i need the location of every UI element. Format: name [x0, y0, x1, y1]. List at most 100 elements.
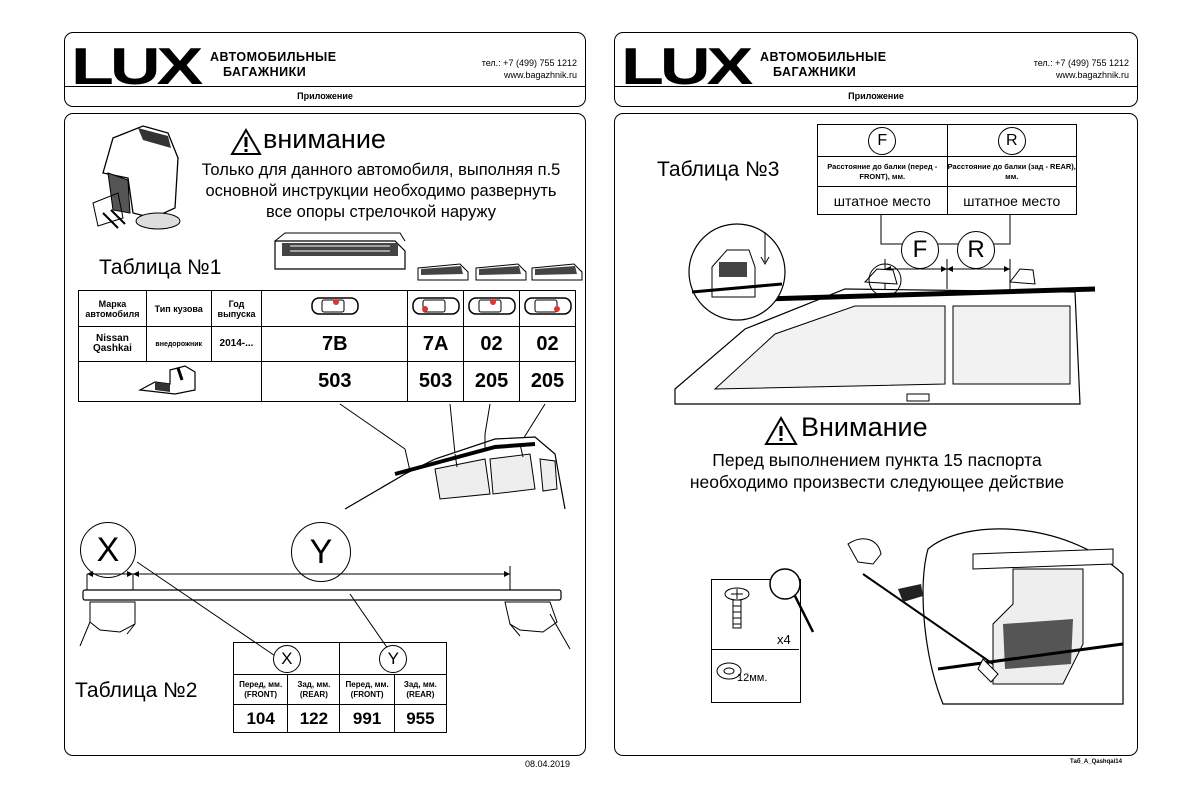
car-top-icon [311, 297, 359, 315]
t2-x-cell: X [232, 642, 341, 675]
foot-kit-02a [475, 263, 527, 281]
t2-y-circle: Y [379, 644, 408, 673]
t1-header-make: Марка автомобиля [78, 290, 147, 327]
left-warning-line3: все опоры стрелочкой наружу [266, 203, 496, 221]
warning-triangle-icon [230, 128, 262, 155]
t1-year: 2014-... [210, 326, 263, 362]
left-content-box: внимание Только для данного автомобиля, … [64, 113, 586, 756]
t2-header-1: Перед, мм. (FRONT) [232, 674, 289, 705]
car-roof-illustration [339, 403, 566, 510]
right-warning-line1: Перед выполнением пункта 15 паспорта [712, 450, 1042, 470]
t3-header-f: Расстояние до балки (перед - FRONT), мм. [817, 156, 948, 187]
brand-line2: БАГАЖНИКИ [223, 65, 307, 79]
hardware-kit-box [711, 579, 801, 703]
table1: Марка автомобиля Тип кузова Год выпуска … [77, 290, 576, 402]
t3-r-cell: R [946, 124, 1077, 157]
t3-header-r: Расстояние до балки (зад - REAR), мм. [946, 156, 1077, 187]
t1-r2c2: 503 [407, 361, 465, 402]
t3-f-circle: F [868, 126, 897, 155]
car-side-illustration [674, 214, 1096, 405]
t1-r1c4: 02 [519, 326, 576, 362]
t1-body: внедорожник [145, 326, 212, 362]
foot-kit-7a [417, 263, 469, 281]
brand-phone: тел.: +7 (499) 755 1212 [481, 58, 577, 68]
table1-title: Таблица №1 [99, 256, 222, 279]
magnifier-icon [769, 568, 815, 633]
table2-title: Таблица №2 [75, 679, 198, 702]
left-header-box: LUX АВТОМОБИЛЬНЫЕ БАГАЖНИКИ тел.: +7 (49… [64, 32, 586, 107]
t2-header-4: Зад, мм. (REAR) [393, 674, 448, 705]
foot-kit-02b [531, 263, 583, 281]
table3: F R Расстояние до балки (перед - FRONT),… [817, 124, 1077, 215]
t1-car-icon-2 [407, 290, 465, 327]
left-date: 08.04.2019 [525, 759, 571, 769]
washer-icon [716, 662, 742, 680]
t3-value-f: штатное место [817, 186, 948, 215]
brand-phone: тел.: +7 (499) 755 1212 [1033, 58, 1129, 68]
rail-kit-illustration [274, 232, 406, 270]
t2-val-3: 991 [339, 704, 395, 733]
t2-y-cell: Y [339, 642, 447, 675]
left-warning-line2: основной инструкции необходимо развернут… [205, 182, 557, 200]
right-warning-line2: необходимо произвести следующее действие [689, 472, 1065, 492]
t2-x-circle: X [272, 644, 301, 673]
t2-header-2: Зад, мм. (REAR) [287, 674, 341, 705]
left-warning-title: внимание [263, 124, 386, 154]
t1-r2c1: 503 [261, 361, 409, 402]
brand-line1: АВТОМОБИЛЬНЫЕ [760, 50, 887, 64]
right-code: Таб_А_Qashqai14 [1070, 759, 1122, 765]
warning-triangle-icon [764, 415, 798, 445]
dim-x-circle: X [80, 522, 136, 578]
t3-f-label: F [877, 131, 888, 149]
t3-value-r: штатное место [946, 186, 1077, 215]
t2-x-label: X [281, 648, 293, 668]
t1-r2c4: 205 [519, 361, 576, 402]
car-top-icon [467, 297, 516, 315]
t2-header-3: Перед, мм. (FRONT) [339, 674, 395, 705]
header-subtitle: Приложение [848, 91, 904, 101]
left-warning-line1: Только для данного автомобиля, выполняя … [201, 161, 561, 179]
brand-site: www.bagazhnik.ru [503, 70, 577, 80]
bracket-illustration [92, 125, 181, 230]
right-warning-title: Внимание [801, 412, 928, 442]
dim-f-label: F [912, 236, 928, 263]
brand-logo: LUX [71, 38, 203, 96]
t2-val-4: 955 [393, 704, 448, 733]
foot-detail-circle [688, 223, 786, 321]
t3-r-circle: R [997, 126, 1026, 155]
dim-x-label: X [96, 531, 120, 569]
dim-y-label: Y [309, 533, 333, 571]
t1-header-year: Год выпуска [210, 290, 263, 327]
t1-r1c1: 7B [261, 326, 409, 362]
t2-val-1: 104 [232, 704, 289, 733]
car-top-icon [411, 297, 460, 315]
dim-f-circle: F [901, 231, 939, 269]
t3-f-cell: F [817, 124, 948, 157]
header-divider [65, 86, 585, 87]
brand-logo: LUX [621, 38, 753, 96]
t1-bracket-cell [77, 361, 263, 402]
t3-r-label: R [1005, 131, 1018, 149]
dim-r-label: R [967, 236, 985, 263]
t1-car-icon-4 [519, 290, 576, 327]
brand-line1: АВТОМОБИЛЬНЫЕ [210, 50, 337, 64]
right-content-box: Таблица №3 F R Расстояние до балки (пере… [614, 113, 1138, 756]
assembly-detail-illustration [847, 528, 1124, 705]
right-header-box: LUX АВТОМОБИЛЬНЫЕ БАГАЖНИКИ тел.: +7 (49… [614, 32, 1138, 107]
t2-y-label: Y [387, 648, 399, 668]
car-top-icon [523, 297, 572, 315]
t1-r2c3: 205 [463, 361, 520, 402]
kit-qty: x4 [777, 632, 791, 647]
bolt-icon [724, 587, 750, 629]
t1-car-icon-1 [261, 290, 409, 327]
bracket-part-icon [138, 365, 196, 395]
dim-r-circle: R [957, 231, 995, 269]
t1-make: Nissan Qashkai [78, 326, 147, 362]
t1-header-body: Тип кузова [145, 290, 212, 327]
dim-y-circle: Y [291, 522, 351, 582]
brand-line2: БАГАЖНИКИ [773, 65, 857, 79]
t1-r1c2: 7A [407, 326, 465, 362]
t1-car-icon-3 [463, 290, 520, 327]
kit-divider [711, 649, 799, 650]
header-divider [615, 86, 1137, 87]
